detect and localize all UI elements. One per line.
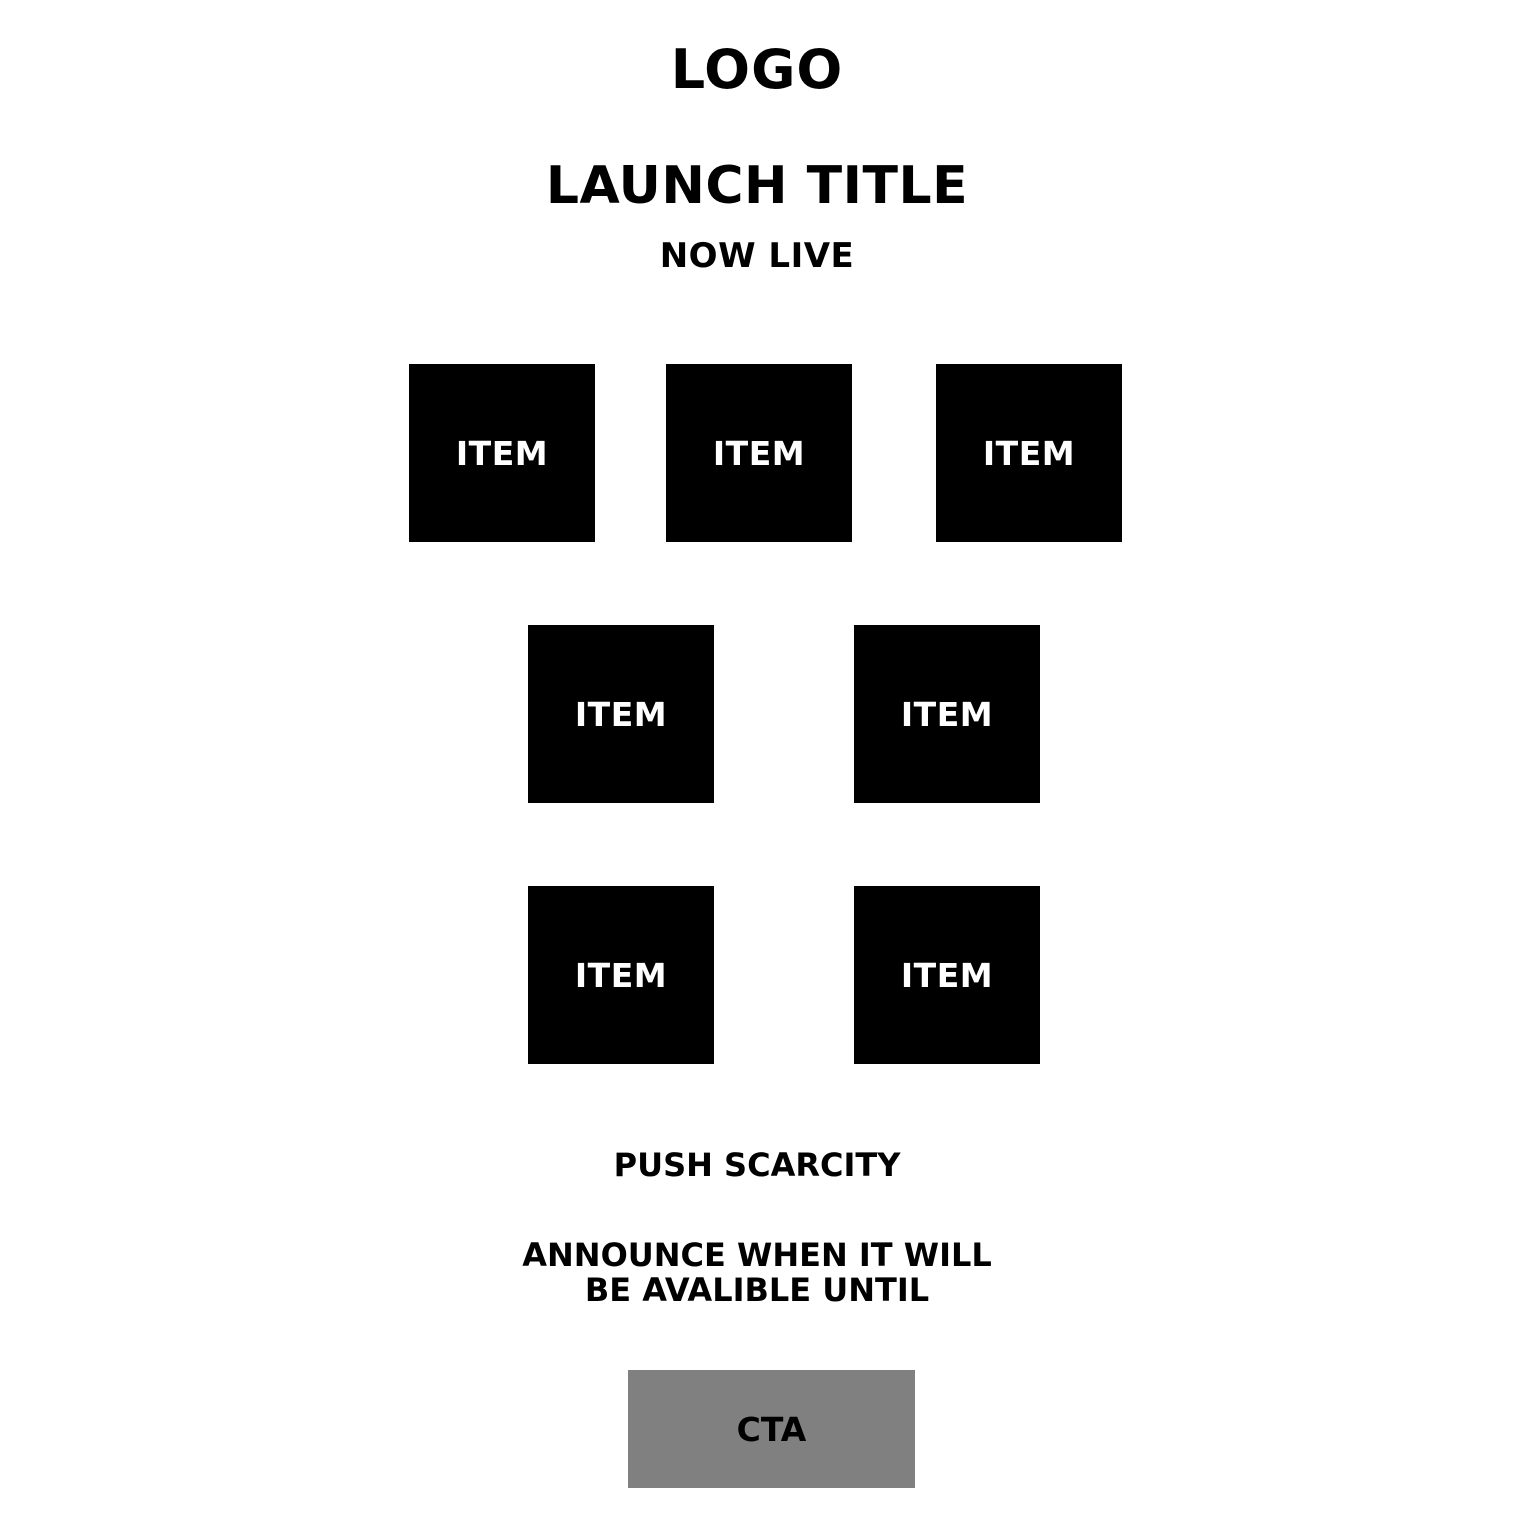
push-scarcity-heading: PUSH SCARCITY xyxy=(613,1146,901,1184)
item-tile-7[interactable]: ITEM xyxy=(854,886,1040,1064)
item-tile-5[interactable]: ITEM xyxy=(854,625,1040,803)
item-tile-6[interactable]: ITEM xyxy=(528,886,714,1064)
item-tile-2[interactable]: ITEM xyxy=(666,364,852,542)
item-tile-3[interactable]: ITEM xyxy=(936,364,1122,542)
cta-button[interactable]: CTA xyxy=(628,1370,915,1488)
now-live-subtitle: NOW LIVE xyxy=(659,236,855,276)
launch-title: LAUNCH TITLE xyxy=(545,156,969,216)
logo: LOGO xyxy=(670,38,844,101)
item-tile-4[interactable]: ITEM xyxy=(528,625,714,803)
item-tile-1[interactable]: ITEM xyxy=(409,364,595,542)
announcement-line-2: BE AVALIBLE UNTIL xyxy=(584,1271,930,1309)
announcement-line-1: ANNOUNCE WHEN IT WILL xyxy=(522,1236,992,1274)
availability-announcement: ANNOUNCE WHEN IT WILL BE AVALIBLE UNTIL xyxy=(0,1238,1514,1308)
